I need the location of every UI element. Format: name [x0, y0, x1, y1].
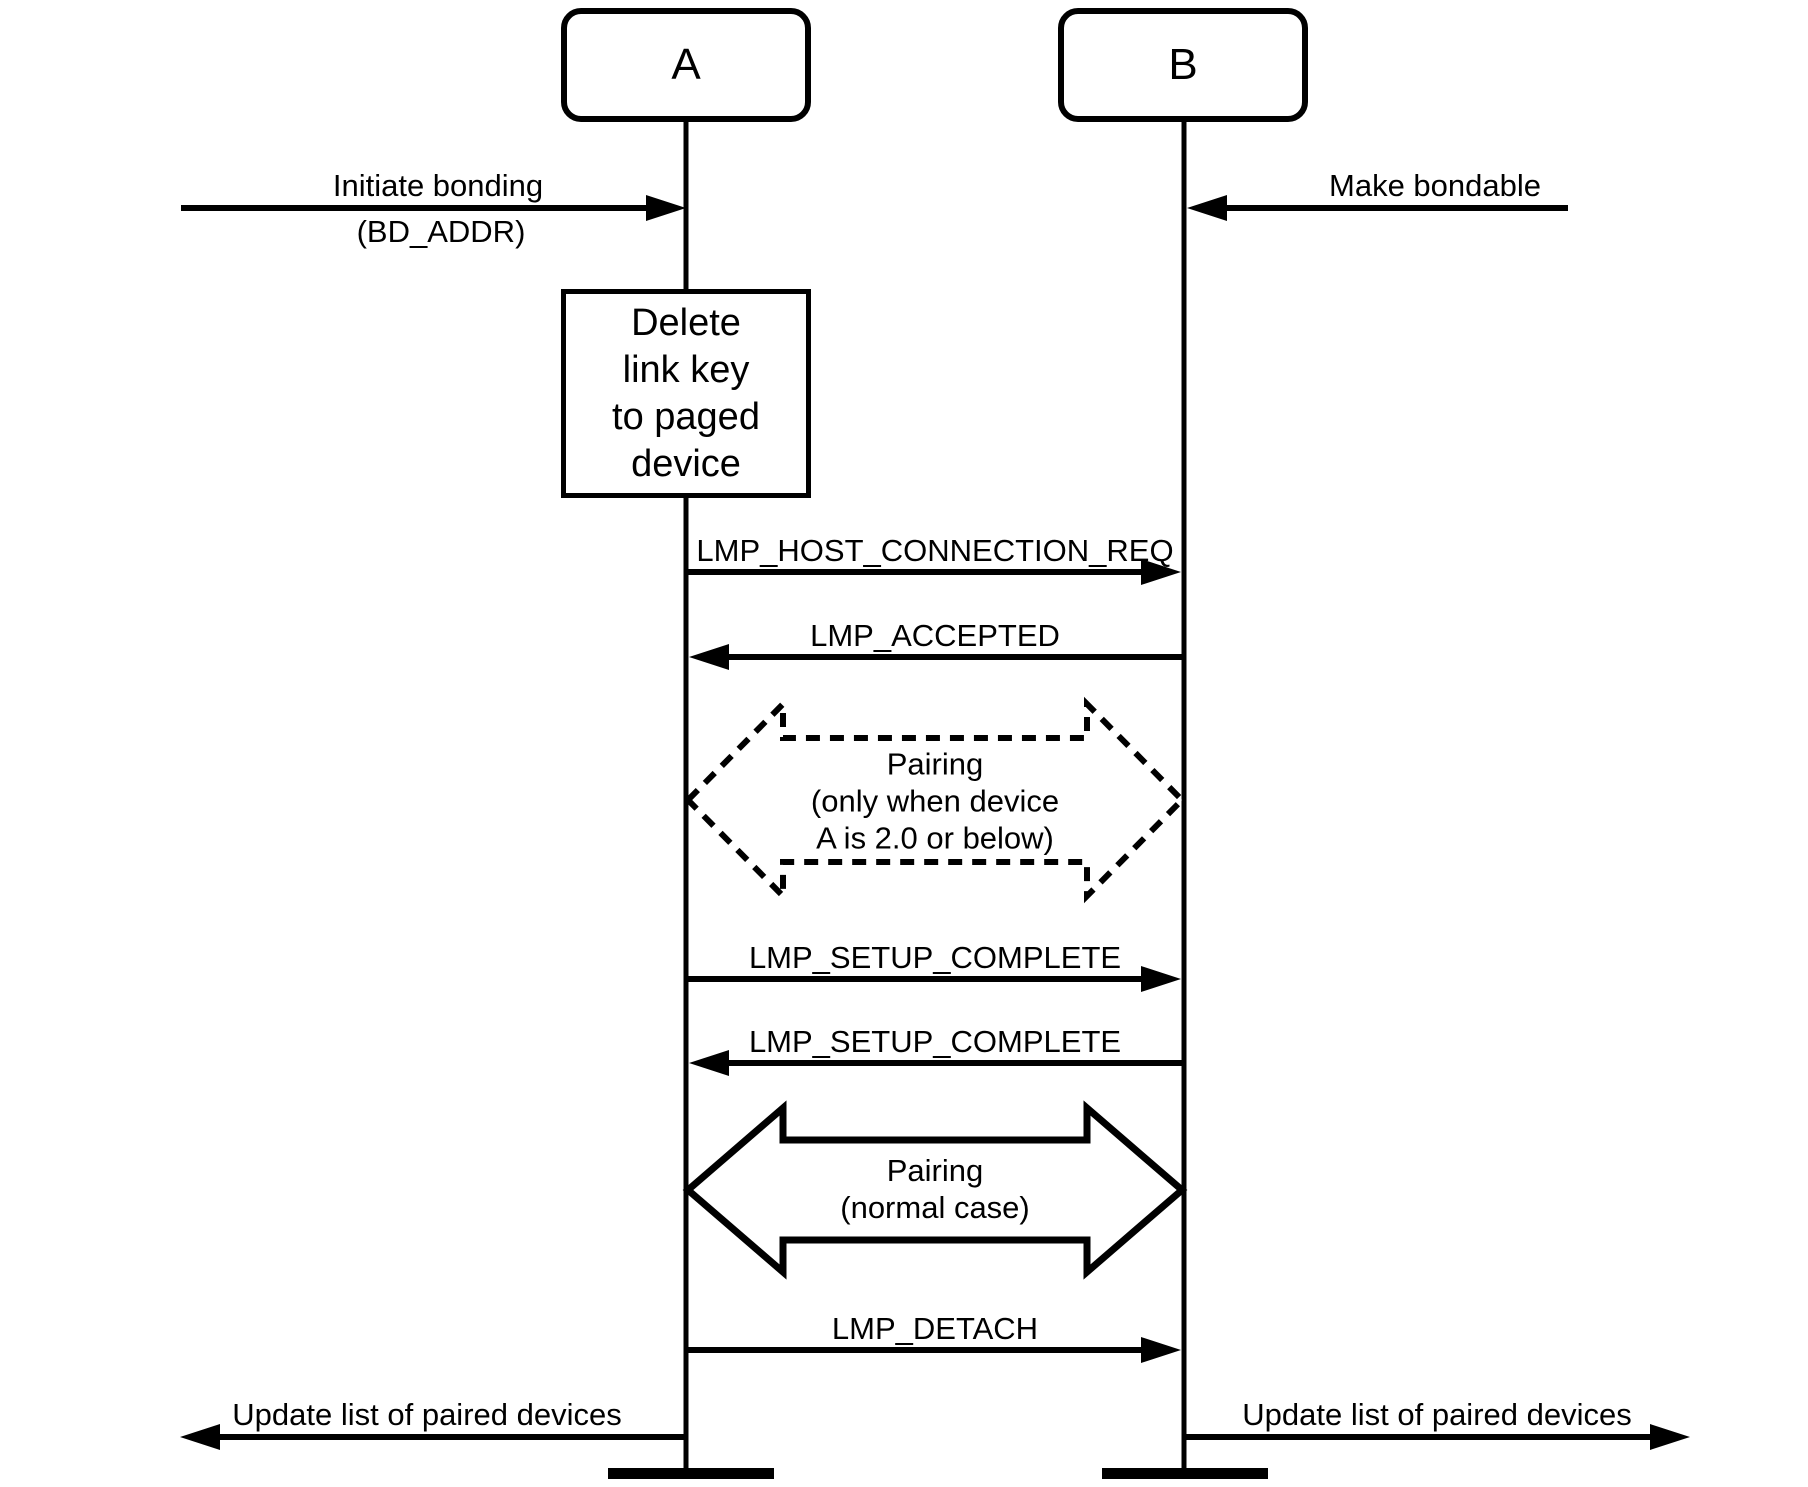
message-label-lmp-setup-complete-ab: LMP_SETUP_COMPLETE	[748, 940, 1122, 975]
initiate-bonding-label: Initiate bonding	[332, 168, 544, 203]
message-arrow-lmp-detach	[686, 1337, 1181, 1363]
actor-box-a: A	[561, 8, 811, 122]
message-arrow-lmp-setup-complete-ab	[686, 966, 1181, 992]
pairing-solid-text: Pairing (normal case)	[840, 1153, 1030, 1225]
make-bondable-label: Make bondable	[1329, 168, 1541, 203]
arrowhead-right-icon	[1650, 1424, 1690, 1450]
arrowhead-left-icon	[1187, 195, 1227, 221]
action-box-text: Delete link key to paged device	[612, 301, 760, 485]
message-label-lmp-host-connection-req: LMP_HOST_CONNECTION_REQ	[696, 533, 1174, 568]
termination-bar-a	[608, 1468, 774, 1479]
message-label-lmp-accepted: LMP_ACCEPTED	[810, 618, 1060, 653]
message-label-lmp-detach: LMP_DETACH	[831, 1311, 1039, 1346]
termination-bar-b	[1102, 1468, 1268, 1479]
action-box-delete-link-key: Delete link key to paged device	[561, 289, 811, 498]
arrowhead-right-icon	[1141, 1337, 1181, 1363]
message-arrow-lmp-setup-complete-ba	[689, 1050, 1184, 1076]
arrowhead-left-icon	[180, 1424, 220, 1450]
arrowhead-right-icon	[1141, 966, 1181, 992]
message-label-lmp-setup-complete-ba: LMP_SETUP_COMPLETE	[748, 1024, 1122, 1059]
actor-label-a: A	[671, 40, 701, 89]
update-paired-devices-arrow-left	[180, 1424, 686, 1450]
message-arrow-lmp-host-connection-req	[686, 559, 1181, 585]
update-paired-devices-label-right: Update list of paired devices	[1242, 1397, 1632, 1432]
initiate-bonding-sublabel: (BD_ADDR)	[356, 214, 526, 249]
update-paired-devices-label-left: Update list of paired devices	[232, 1397, 622, 1432]
initiate-bonding-arrow	[181, 195, 686, 221]
pairing-solid-double-arrow	[682, 1100, 1188, 1280]
message-arrow-lmp-accepted	[689, 644, 1184, 670]
arrowhead-left-icon	[689, 644, 729, 670]
make-bondable-arrow	[1187, 195, 1568, 221]
update-paired-devices-arrow-right	[1184, 1424, 1690, 1450]
pairing-dashed-double-arrow	[683, 696, 1187, 904]
actor-label-b: B	[1168, 40, 1198, 89]
actor-box-b: B	[1058, 8, 1308, 122]
pairing-dashed-text: Pairing (only when device A is 2.0 or be…	[810, 746, 1060, 856]
arrowhead-right-icon	[1141, 559, 1181, 585]
arrowhead-right-icon	[646, 195, 686, 221]
arrowhead-left-icon	[689, 1050, 729, 1076]
